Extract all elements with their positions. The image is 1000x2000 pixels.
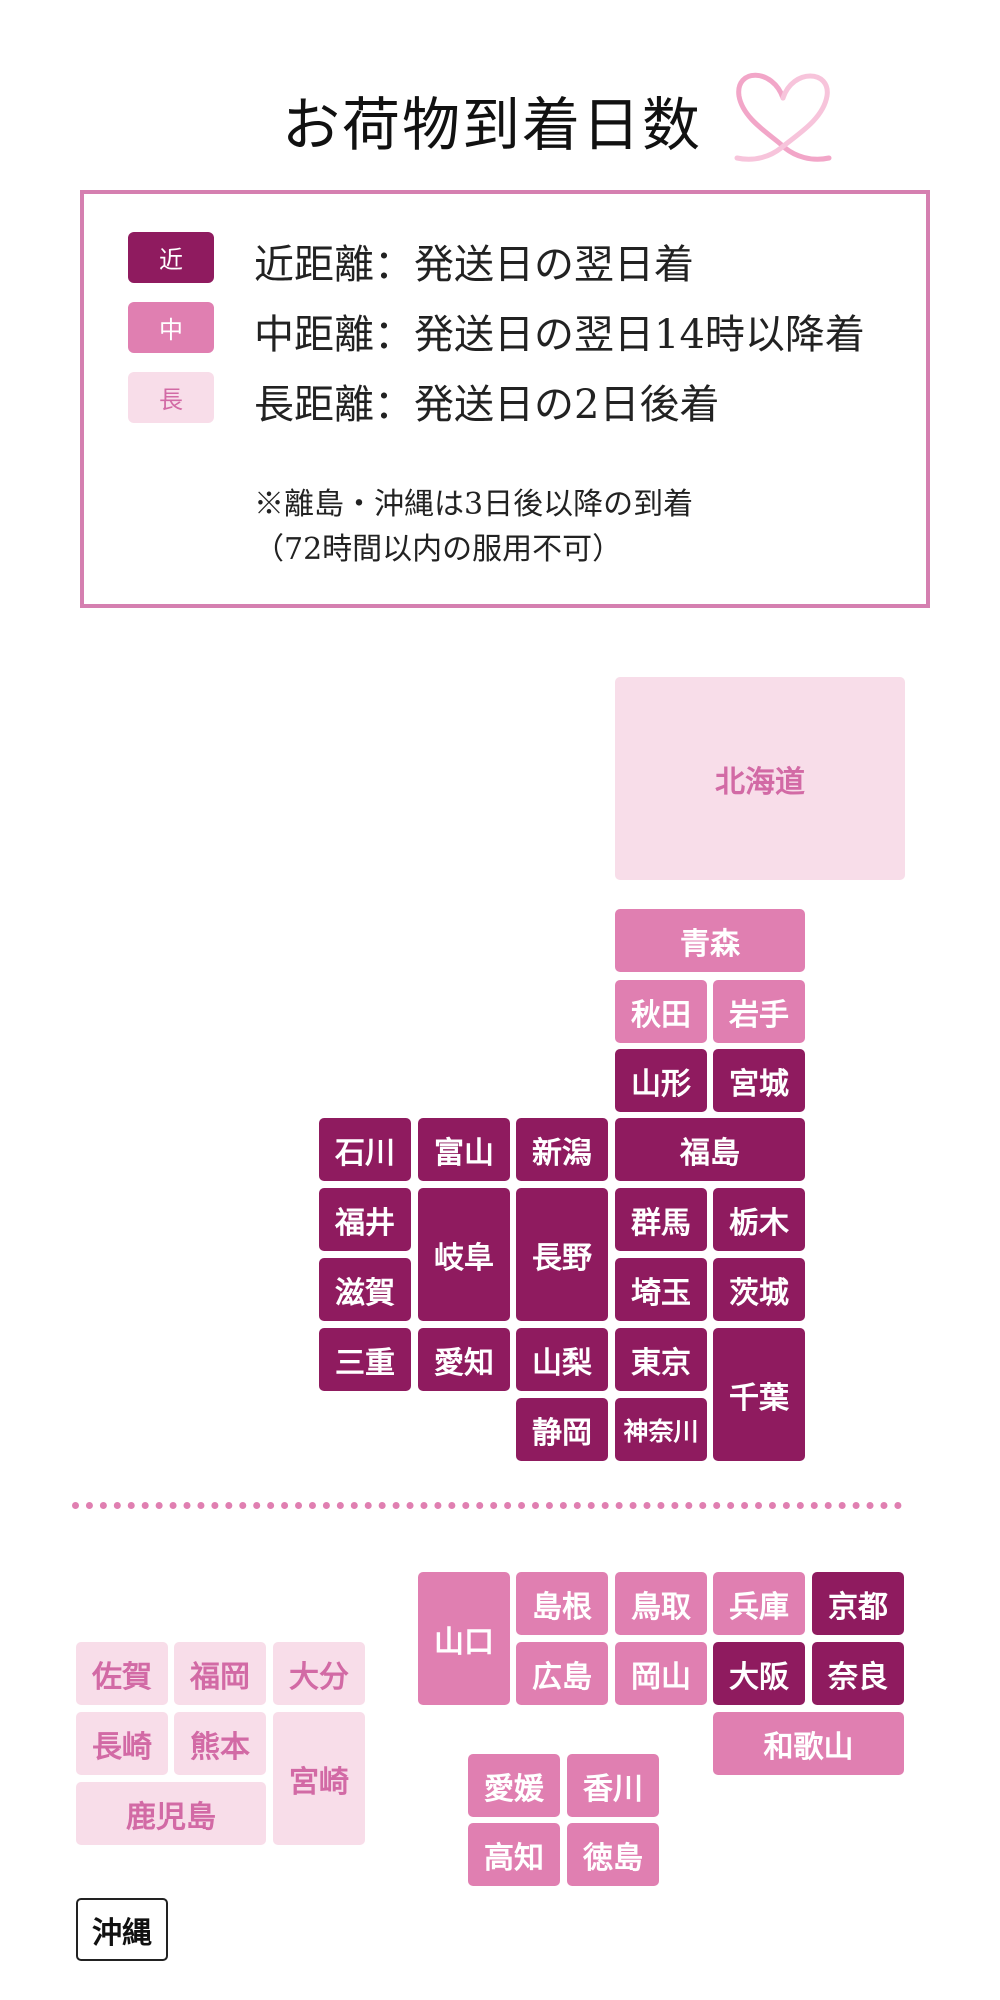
pref-akita[interactable]: 秋田 [615,980,707,1043]
legend-text-mid: 中距離：発送日の翌日14時以降着 [254,312,865,358]
note-line-1: ※離島・沖縄は3日後以降の到着 [254,487,694,522]
pref-shizuoka[interactable]: 静岡 [516,1398,608,1461]
pref-ehime[interactable]: 愛媛 [468,1754,560,1817]
pref-gunma[interactable]: 群馬 [615,1188,707,1251]
pref-fukushima[interactable]: 福島 [615,1118,805,1181]
pref-fukuoka[interactable]: 福岡 [174,1642,266,1705]
legend-badge-far: 長 [128,372,214,423]
pref-chiba[interactable]: 千葉 [713,1328,805,1461]
pref-hokkaido[interactable]: 北海道 [615,677,905,880]
pref-tokushima[interactable]: 徳島 [567,1823,659,1886]
pref-wakayama[interactable]: 和歌山 [713,1712,904,1775]
pref-niigata[interactable]: 新潟 [516,1118,608,1181]
pref-mie[interactable]: 三重 [319,1328,411,1391]
pref-aomori[interactable]: 青森 [615,909,805,972]
pref-shimane[interactable]: 島根 [516,1572,608,1635]
legend-badge-mid: 中 [128,302,214,353]
pref-oita[interactable]: 大分 [273,1642,365,1705]
pref-hiroshima[interactable]: 広島 [516,1642,608,1705]
pref-yamaguchi[interactable]: 山口 [418,1572,510,1705]
pref-okayama[interactable]: 岡山 [615,1642,707,1705]
pref-ibaraki[interactable]: 茨城 [713,1258,805,1321]
pref-toyama[interactable]: 富山 [418,1118,510,1181]
pref-tokyo[interactable]: 東京 [615,1328,707,1391]
pref-yamagata[interactable]: 山形 [615,1049,707,1112]
heart-icon [734,72,832,162]
pref-kochi[interactable]: 高知 [468,1823,560,1886]
pref-hyogo[interactable]: 兵庫 [713,1572,805,1635]
pref-saitama[interactable]: 埼玉 [615,1258,707,1321]
pref-nagasaki[interactable]: 長崎 [76,1712,168,1775]
legend-badge-near: 近 [128,232,214,283]
pref-gifu[interactable]: 岐阜 [418,1188,510,1321]
page-title: お荷物到着日数 [282,91,703,159]
pref-kagoshima[interactable]: 鹿児島 [76,1782,266,1845]
legend-box: 近 近距離：発送日の翌日着 中 中距離：発送日の翌日14時以降着 長 長距離：発… [80,190,930,608]
pref-saga[interactable]: 佐賀 [76,1642,168,1705]
pref-kanagawa[interactable]: 神奈川 [615,1398,707,1461]
pref-osaka[interactable]: 大阪 [713,1642,805,1705]
pref-aichi[interactable]: 愛知 [418,1328,510,1391]
pref-shiga[interactable]: 滋賀 [319,1258,411,1321]
pref-nagano[interactable]: 長野 [516,1188,608,1321]
pref-kumamoto[interactable]: 熊本 [174,1712,266,1775]
pref-tochigi[interactable]: 栃木 [713,1188,805,1251]
legend-text-far: 長距離：発送日の2日後着 [254,382,720,428]
pref-kyoto[interactable]: 京都 [812,1572,904,1635]
pref-tottori[interactable]: 鳥取 [615,1572,707,1635]
pref-miyagi[interactable]: 宮城 [713,1049,805,1112]
pref-yamanashi[interactable]: 山梨 [516,1328,608,1391]
pref-okinawa[interactable]: 沖縄 [76,1898,168,1961]
pref-nara[interactable]: 奈良 [812,1642,904,1705]
pref-iwate[interactable]: 岩手 [713,980,805,1043]
pref-miyazaki[interactable]: 宮崎 [273,1712,365,1845]
pref-ishikawa[interactable]: 石川 [319,1118,411,1181]
pref-fukui[interactable]: 福井 [319,1188,411,1251]
note-line-2: （72時間以内の服用不可） [254,532,623,567]
pref-kagawa[interactable]: 香川 [567,1754,659,1817]
legend-text-near: 近距離：発送日の翌日着 [254,242,694,288]
divider-dotted [72,1502,902,1509]
